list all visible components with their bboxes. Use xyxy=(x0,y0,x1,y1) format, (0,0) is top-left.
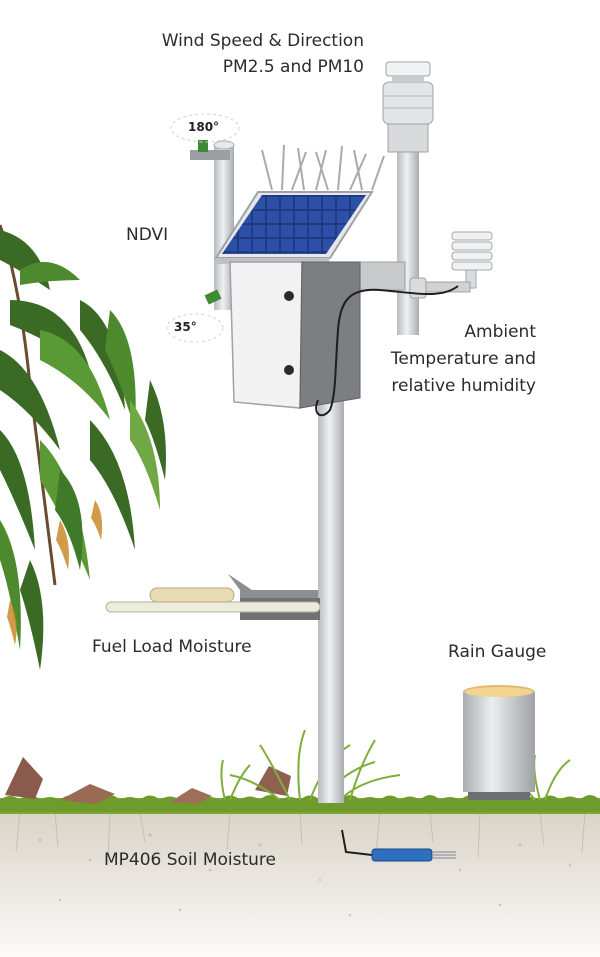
bird-spikes xyxy=(261,144,385,191)
label-soil: MP406 Soil Moisture xyxy=(104,850,276,870)
ndvi-sensors xyxy=(166,113,240,343)
main-pole xyxy=(318,395,344,803)
label-wind: Wind Speed & Direction xyxy=(161,31,364,51)
label-angle-35: 35° xyxy=(174,320,197,334)
instrument-mast xyxy=(397,150,419,335)
eucalyptus-tree xyxy=(0,224,166,670)
label-ambient-1: Ambient xyxy=(464,322,536,342)
wind-pm-sensor xyxy=(382,61,434,153)
label-rain: Rain Gauge xyxy=(448,642,547,662)
logger-enclosure xyxy=(229,261,361,409)
label-pm: PM2.5 and PM10 xyxy=(222,57,364,77)
fuel-moisture-sensor xyxy=(105,574,321,620)
soil-moisture-probe xyxy=(371,848,456,862)
sensor-cables xyxy=(315,285,459,856)
label-ambient-2: Temperature and xyxy=(390,349,536,369)
radiation-shield xyxy=(409,231,493,299)
rain-gauge xyxy=(463,685,535,800)
label-ndvi: NDVI xyxy=(126,225,169,245)
solar-panel xyxy=(214,191,374,264)
soil-ground xyxy=(0,808,600,957)
label-angle-180: 180° xyxy=(188,120,220,134)
label-fuel: Fuel Load Moisture xyxy=(92,637,252,657)
label-ambient-3: relative humidity xyxy=(391,376,536,396)
grass-band xyxy=(0,795,600,814)
ndvi-mast xyxy=(214,145,234,310)
